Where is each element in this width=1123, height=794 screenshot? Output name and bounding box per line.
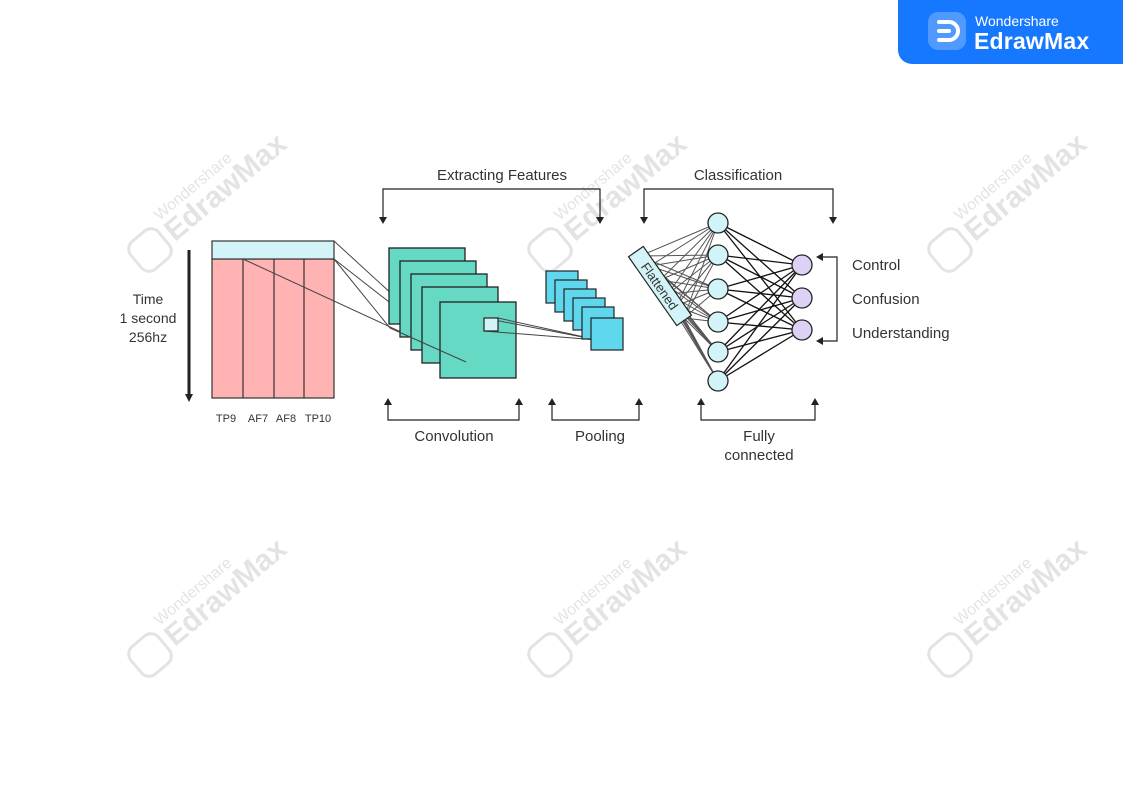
channel-label: AF7 — [248, 413, 268, 425]
time-label-2: 1 second — [120, 310, 177, 326]
network-edge — [667, 222, 719, 295]
output-node — [791, 254, 813, 276]
network-edge — [717, 329, 803, 382]
output-node — [791, 287, 813, 309]
time-label-1: Time — [133, 291, 164, 307]
channel-label: TP10 — [305, 413, 331, 425]
hidden-node — [707, 341, 729, 363]
network-edge — [675, 222, 719, 307]
network-edge — [649, 265, 719, 290]
time-label-3: 256hz — [129, 329, 167, 345]
fully-connected-label-2: connected — [724, 447, 793, 464]
network-edge — [639, 222, 719, 257]
network-edge — [683, 254, 719, 319]
convolution-label: Convolution — [414, 428, 493, 445]
hidden-node — [707, 370, 729, 392]
hidden-node — [707, 311, 729, 333]
classification-bracket — [643, 188, 834, 217]
input-signal-block — [211, 240, 335, 399]
network-edge — [717, 254, 803, 331]
network-edge — [717, 222, 803, 266]
hidden-to-output-edges — [717, 222, 803, 382]
network-edge — [639, 254, 719, 257]
output-label-control: Control — [852, 257, 900, 274]
extracting-features-bracket — [382, 188, 601, 217]
extracting-features-label: Extracting Features — [437, 167, 567, 184]
output-label-confusion: Confusion — [852, 291, 920, 308]
signal-header — [211, 240, 335, 260]
network-edge — [717, 264, 803, 382]
network-edge — [717, 254, 803, 266]
network-edge — [717, 264, 803, 290]
hidden-node — [707, 212, 729, 234]
output-label-understanding: Understanding — [852, 325, 950, 342]
channel-label: TP9 — [216, 413, 236, 425]
output-bracket — [823, 256, 838, 342]
classification-label: Classification — [694, 167, 782, 184]
edrawmax-logo-icon — [928, 12, 966, 50]
convolution-bracket — [387, 405, 520, 421]
network-edge — [649, 254, 719, 267]
network-edge — [649, 222, 719, 267]
hidden-layer — [707, 212, 729, 392]
hidden-node — [707, 278, 729, 300]
convolution-feature-maps — [388, 247, 517, 379]
brand-name-big: EdrawMax — [974, 28, 1090, 54]
network-edge — [717, 297, 803, 353]
network-edge — [683, 317, 719, 382]
fully-connected-label-1: Fully — [743, 428, 775, 445]
network-edge — [717, 329, 803, 353]
channel-label: AF8 — [276, 413, 296, 425]
network-edge — [717, 297, 803, 382]
pooling-label: Pooling — [575, 428, 625, 445]
hidden-node — [707, 244, 729, 266]
network-edge — [717, 264, 803, 323]
fully-connected-bracket — [700, 405, 816, 421]
network-edge — [717, 321, 803, 331]
output-node — [791, 319, 813, 341]
conv-kernel — [483, 317, 499, 332]
brand-badge: Wondershare EdrawMax — [898, 0, 1123, 64]
network-edge — [683, 222, 719, 319]
conv-projection-lines — [389, 317, 599, 363]
network-edge — [659, 222, 719, 281]
brand-name-small: Wondershare — [975, 13, 1059, 29]
network-edge — [717, 297, 803, 323]
network-edge — [717, 264, 803, 353]
pooling-bracket — [551, 405, 640, 421]
output-layer — [791, 254, 813, 341]
pooling-feature-maps — [545, 270, 624, 351]
